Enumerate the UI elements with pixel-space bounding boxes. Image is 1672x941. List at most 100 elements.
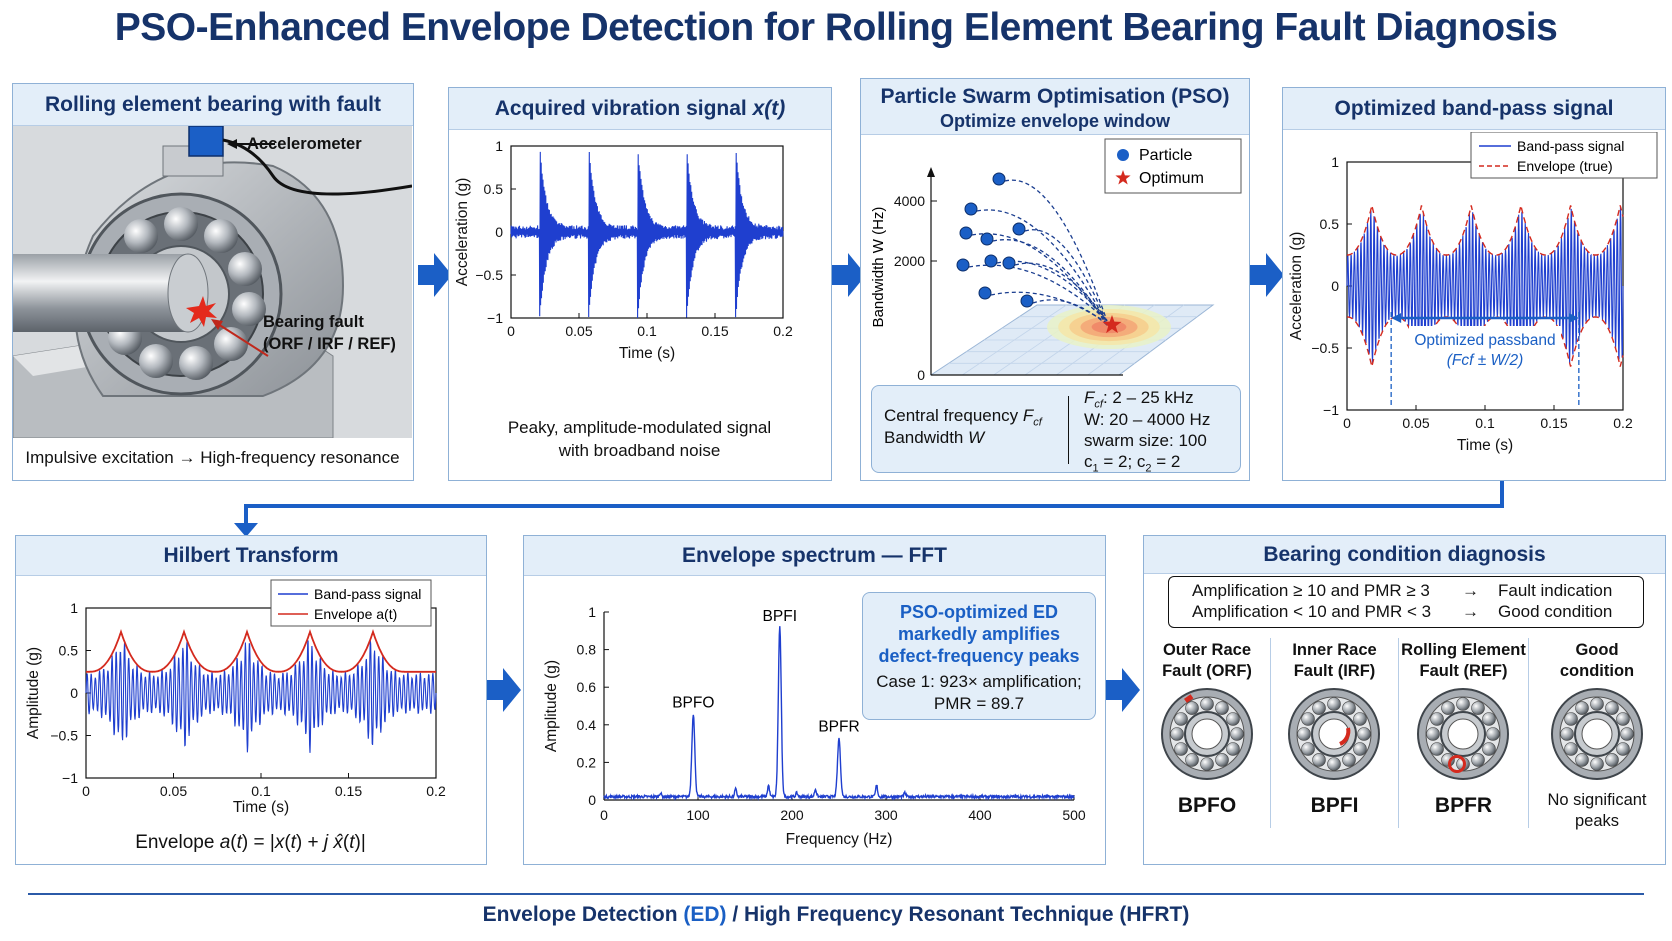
passband-label-line1: Optimized passband <box>1414 332 1555 349</box>
x-tick-label: 0.1 <box>1475 415 1495 431</box>
x-axis-label: Time (s) <box>619 345 675 362</box>
legend-label-envelope: Envelope a(t) <box>314 606 397 622</box>
bearing-ball <box>1456 697 1470 711</box>
param-right-line2: W: 20 – 4000 Hz <box>1084 410 1211 429</box>
envelope-formula: Envelope a(t) = |x(t) + j x̂(t)| <box>135 832 366 853</box>
y-tick-label: 4000 <box>894 193 925 209</box>
caption-line2: with broadband noise <box>558 441 721 460</box>
bearing-ball <box>1430 712 1444 726</box>
bearing-icons <box>1161 688 1643 780</box>
bearing-bore <box>1447 718 1479 750</box>
bearing-ball <box>1200 697 1214 711</box>
y-tick-label: 1 <box>588 604 596 620</box>
row-connector-arrow <box>234 481 1504 537</box>
bearing-ball <box>1342 701 1356 715</box>
panel-diagnosis: Bearing condition diagnosis Amplificatio… <box>1143 535 1666 865</box>
flow-arrow-icon <box>1250 253 1284 297</box>
bearing-ball <box>1605 701 1619 715</box>
bearing-ball <box>1471 701 1485 715</box>
panel-header: Rolling element bearing with fault <box>13 84 413 126</box>
panel-header: Envelope spectrum — FFT <box>524 536 1105 576</box>
bearing-ball <box>1301 712 1315 726</box>
bearing-ball <box>1174 712 1188 726</box>
particle-icon <box>959 226 973 240</box>
y-tick-label: 0.5 <box>59 643 79 659</box>
rule1-arrow: → <box>1462 581 1479 600</box>
particle-trajectory <box>968 264 1108 322</box>
passband-label-line2: (Fcf ± W/2) <box>1447 352 1524 369</box>
y-tick-label: −1 <box>62 770 78 786</box>
y-axis-label: Amplitude (g) <box>543 660 560 752</box>
y-tick-label: 0 <box>917 367 925 383</box>
bearing-ball <box>1226 742 1240 756</box>
x-axis-label: Time (s) <box>233 799 289 816</box>
rule1-left: Amplification ≥ 10 and PMR ≥ 3 <box>1192 581 1430 600</box>
bearing-ball <box>1312 701 1326 715</box>
y-tick-label: 0 <box>495 224 503 240</box>
inner-race-fault-mark <box>1339 727 1351 746</box>
legend-label-optimum: Optimum <box>1139 170 1204 187</box>
bearing-ball <box>1616 712 1630 726</box>
bearing-ball <box>1342 753 1356 767</box>
y-tick-label: 0.8 <box>577 642 597 658</box>
x-tick-label: 0.15 <box>701 323 728 339</box>
particle-icon <box>1012 222 1026 236</box>
particle-icon <box>984 254 998 268</box>
x-tick-label: 500 <box>1062 807 1086 823</box>
panel-header: Acquired vibration signal x(t) <box>449 88 831 130</box>
panel-header: Hilbert Transform <box>16 536 486 576</box>
x-tick-label: 200 <box>780 807 804 823</box>
bearing-ball <box>1590 697 1604 711</box>
x-tick-label: 0.05 <box>1402 415 1429 431</box>
bearing-ball <box>1605 753 1619 767</box>
col-irf-code: BPFI <box>1310 794 1359 817</box>
bearing-ball <box>1312 753 1326 767</box>
caption-line1: Peaky, amplitude-modulated signal <box>507 418 772 437</box>
flow-arrow-icon <box>832 253 866 297</box>
header-line2: Optimize envelope window <box>939 111 1171 131</box>
note-line4: Case 1: 923× amplification; <box>876 672 1082 691</box>
bearing-ball <box>1471 753 1485 767</box>
passband-arrowhead-right <box>1568 313 1579 323</box>
footer-caption: Envelope Detection (ED) / High Frequency… <box>482 903 1190 926</box>
bearing-ball <box>1486 727 1500 741</box>
x-tick-label: 0.2 <box>426 783 446 799</box>
y-tick-label: −0.5 <box>475 267 503 283</box>
x-tick-label: 0 <box>82 783 90 799</box>
particle-trajectory <box>992 239 1108 326</box>
y-tick-label: −0.5 <box>50 728 78 744</box>
param-right-line1: Fcf: 2 – 25 kHz <box>1084 388 1194 411</box>
panel-pso: Particle Swarm Optimisation (PSO) Optimi… <box>860 78 1250 481</box>
particle-icon <box>956 258 970 272</box>
y-tick-label: 0.5 <box>484 181 504 197</box>
y-tick-label: 0 <box>70 685 78 701</box>
bearing-ball <box>1564 712 1578 726</box>
particle-icon <box>992 172 1006 186</box>
bearing-illustration <box>13 126 412 438</box>
particle-icon <box>1002 256 1016 270</box>
envelope-upper <box>1347 205 1624 256</box>
y-tick-label: −1 <box>487 310 503 326</box>
optimum-star-icon <box>1102 315 1122 334</box>
rolling-element-fault-mark <box>1448 755 1466 773</box>
peak-label-bpfr: BPFR <box>818 719 859 736</box>
bearing-ball <box>1441 701 1455 715</box>
y-tick-label: 1 <box>495 138 503 154</box>
bearing-bore <box>1318 718 1350 750</box>
bearing-bore <box>1191 718 1223 750</box>
y-tick-label: −0.5 <box>1311 340 1339 356</box>
y-tick-label: 0 <box>588 792 596 808</box>
y-tick-label: 0.2 <box>577 754 597 770</box>
y-axis-label: Amplitude (g) <box>25 647 42 739</box>
bearing-ball <box>1297 727 1311 741</box>
flow-arrow-icon <box>418 253 452 297</box>
legend-label-signal: Band-pass signal <box>314 586 421 602</box>
pso-parameters-box: Central frequency Fcf Bandwidth W Fcf: 2… <box>871 385 1241 474</box>
rule2-left: Amplification < 10 and PMR < 3 <box>1192 602 1432 621</box>
peak-label-bpfo: BPFO <box>672 694 714 711</box>
y-axis-label: Acceleration (g) <box>1288 232 1305 341</box>
col-ref-code: BPFR <box>1434 794 1493 817</box>
